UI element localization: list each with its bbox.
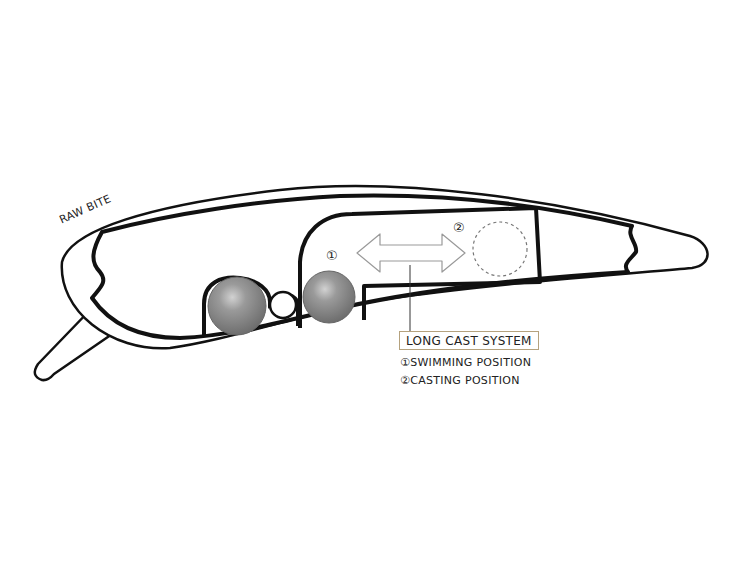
small-ball [270, 292, 296, 318]
casting-position-ball [473, 222, 527, 276]
weight-chamber [204, 278, 298, 336]
long-cast-chamber [300, 208, 540, 328]
callout-box: LONG CAST SYSTEM [399, 331, 539, 350]
leader-line [410, 265, 411, 331]
movement-arrow [357, 234, 465, 272]
moving-ball [303, 271, 355, 323]
part-name: RAW BITE [57, 192, 113, 226]
legend-note: ①SWIMMING POSITION [400, 356, 531, 369]
tungsten-ball [208, 277, 266, 335]
callout-number: ① [326, 248, 338, 263]
callout-title: LONG CAST SYSTEM [406, 334, 532, 348]
body-cavity [92, 196, 636, 338]
legend-note: ②CASTING POSITION [400, 374, 520, 387]
lure-body [62, 186, 708, 348]
callout-number: ② [453, 220, 465, 235]
